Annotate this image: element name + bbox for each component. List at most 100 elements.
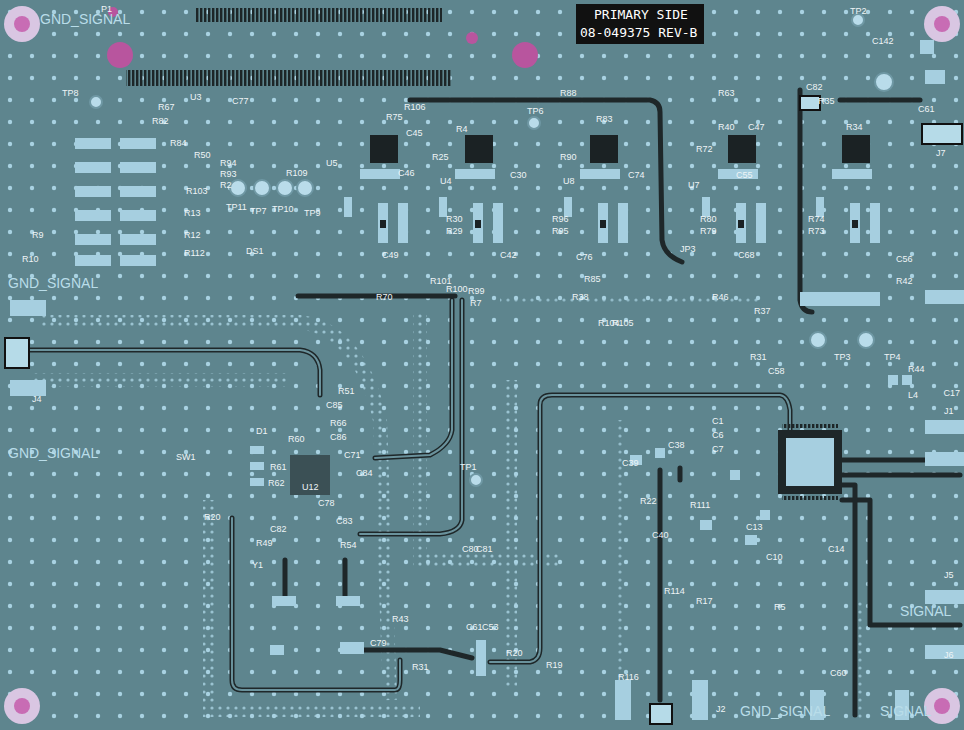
designator-label: R13 [184, 208, 201, 218]
designator-label: J7 [936, 148, 946, 158]
designator-label: R31 [750, 352, 767, 362]
net-label: SIGNAL [880, 704, 931, 719]
designator-label: C14 [828, 544, 845, 554]
designator-label: R79 [700, 226, 717, 236]
designator-label: C38 [668, 440, 685, 450]
designator-label: R10 [22, 254, 39, 264]
designator-label: R20 [506, 648, 523, 658]
designator-label: R112 [184, 248, 205, 258]
designator-label: R44 [908, 364, 925, 374]
designator-label: R63 [718, 88, 735, 98]
designator-label: C79 [370, 638, 387, 648]
designator-label: C40 [652, 530, 669, 540]
designator-label: C71 [344, 450, 361, 460]
designator-label: R7 [470, 298, 482, 308]
designator-label: C78 [318, 498, 335, 508]
designator-label: R73 [808, 226, 825, 236]
designator-label: R2 [220, 180, 232, 190]
designator-label: U5 [326, 158, 338, 168]
designator-label: C1 [712, 416, 724, 426]
designator-label: R17 [696, 596, 713, 606]
designator-label: R111 [690, 500, 710, 510]
designator-label: C82 [806, 82, 823, 92]
designator-label: R114 [664, 586, 685, 596]
designator-label: C13 [746, 522, 763, 532]
designator-label: R35 [818, 96, 835, 106]
designator-label: C53 [482, 622, 499, 632]
designator-label: R37 [754, 306, 771, 316]
designator-label: C42 [500, 250, 517, 260]
designator-label: R93 [220, 169, 237, 179]
designator-label: U7 [688, 180, 700, 190]
designator-label: R5 [774, 602, 786, 612]
designator-label: TP8 [62, 88, 79, 98]
designator-label: C17 [943, 388, 960, 398]
designator-label: C10 [766, 552, 783, 562]
designator-label: TP10 [272, 204, 294, 214]
designator-label: C84 [356, 468, 373, 478]
designator-label: R72 [696, 144, 713, 154]
designator-label: R12 [184, 230, 201, 240]
designator-label: R62 [268, 478, 285, 488]
designator-label: R50 [194, 150, 211, 160]
designator-label: C76 [576, 252, 593, 262]
designator-label: R85 [584, 274, 601, 284]
designator-label: C83 [336, 516, 353, 526]
qfn-ic [778, 424, 842, 500]
net-label: SIGNAL [900, 604, 951, 619]
designator-label: U3 [190, 92, 202, 102]
designator-label: R25 [432, 152, 449, 162]
designator-label: R20 [204, 512, 221, 522]
designator-label: R94 [220, 158, 237, 168]
designator-label: C81 [476, 544, 493, 554]
designator-label: R51 [338, 386, 355, 396]
designator-label: P1 [101, 4, 112, 14]
designator-label: R43 [392, 614, 409, 624]
designator-label: J5 [944, 570, 954, 580]
designator-label: SW1 [176, 452, 196, 462]
designator-label: R31 [412, 662, 429, 672]
designator-label: R116 [618, 672, 639, 682]
designator-label: C142 [872, 36, 894, 46]
designator-label: R4 [456, 124, 468, 134]
designator-label: R46 [712, 292, 729, 302]
designator-label: C6 [712, 430, 724, 440]
designator-label: R70 [376, 292, 393, 302]
designator-label: J6 [944, 650, 954, 660]
designator-label: R99 [468, 286, 485, 296]
designator-label: R19 [546, 660, 563, 670]
designator-label: R40 [718, 122, 735, 132]
designator-label: R30 [446, 214, 463, 224]
net-label: GND_SIGNAL [40, 12, 130, 27]
designator-label: R95 [552, 226, 569, 236]
designator-label: C85 [326, 400, 343, 410]
designator-label: TP9 [304, 208, 321, 218]
board-header: 08-049375 REV-B [580, 26, 697, 40]
designator-label: C68 [738, 250, 755, 260]
designator-label: C74 [628, 170, 645, 180]
net-label: GND_SIGNAL [8, 276, 98, 291]
designator-label: C46 [398, 168, 415, 178]
designator-label: R61 [270, 462, 287, 472]
designator-label: R29 [446, 226, 463, 236]
designator-label: C49 [382, 250, 399, 260]
mounting-hole [4, 6, 960, 724]
designator-label: R80 [700, 214, 717, 224]
designator-label: C86 [330, 432, 347, 442]
net-label: GND_SIGNAL [8, 446, 98, 461]
designator-label: C61 [466, 622, 483, 632]
designator-label: C30 [510, 170, 527, 180]
designator-label: R106 [404, 102, 426, 112]
designator-label: TP1 [460, 462, 477, 472]
header-box [576, 4, 704, 44]
designator-label: C56 [896, 254, 913, 264]
net-label: GND_SIGNAL [740, 704, 830, 719]
designator-label: R82 [152, 116, 169, 126]
designator-label: TP11 [226, 202, 247, 212]
designator-label: R100 [446, 284, 468, 294]
designator-label: C77 [232, 96, 249, 106]
designator-label: D1 [256, 426, 268, 436]
designator-label: TP7 [250, 206, 267, 216]
designator-label: J2 [716, 704, 726, 714]
